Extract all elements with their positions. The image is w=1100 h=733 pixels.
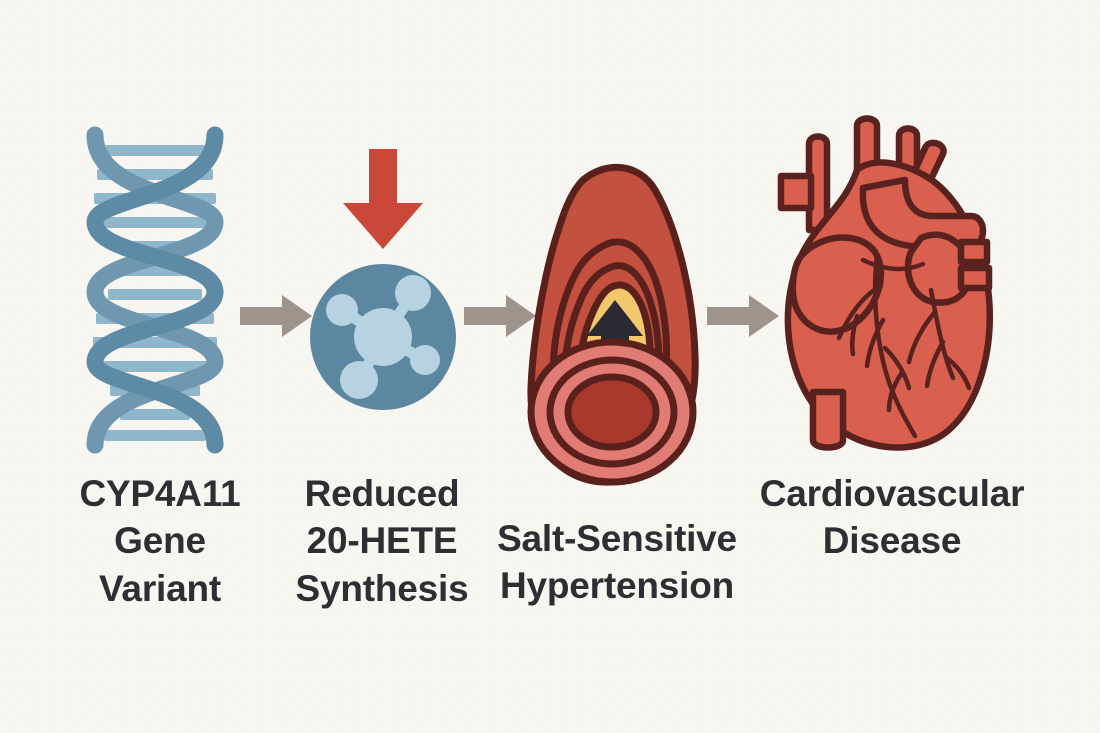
- stage-dna: [60, 125, 250, 455]
- blood-vessel-cross-section-icon: [527, 163, 699, 486]
- red-down-arrow-icon: [343, 149, 423, 249]
- stage-label-hypertension: Salt-Sensitive Hypertension: [497, 518, 737, 607]
- stage-label-hete-synthesis: Reduced 20-HETE Synthesis: [295, 473, 469, 609]
- stage-vessel: [515, 150, 710, 495]
- stage-heart: [765, 110, 1030, 475]
- stage-label-cvd: Cardiovascular Disease: [759, 473, 1025, 562]
- anatomical-heart-icon: [777, 115, 993, 451]
- dna-double-helix-icon: [86, 126, 224, 454]
- molecule-icon: [310, 264, 456, 410]
- dna-strand-b: [86, 126, 224, 454]
- right-arrow-icon: [464, 295, 536, 337]
- vessel-cross-section-rings: [527, 338, 697, 486]
- molecule-nodes: [326, 275, 440, 399]
- right-arrow-icon: [240, 295, 312, 337]
- stage-label-gene-variant: CYP4A11 Gene Variant: [79, 473, 241, 609]
- dna-strand-a: [86, 126, 224, 454]
- stage-molecule: [295, 145, 470, 410]
- coronary-arteries: [836, 251, 972, 439]
- right-arrow-icon: [707, 295, 779, 337]
